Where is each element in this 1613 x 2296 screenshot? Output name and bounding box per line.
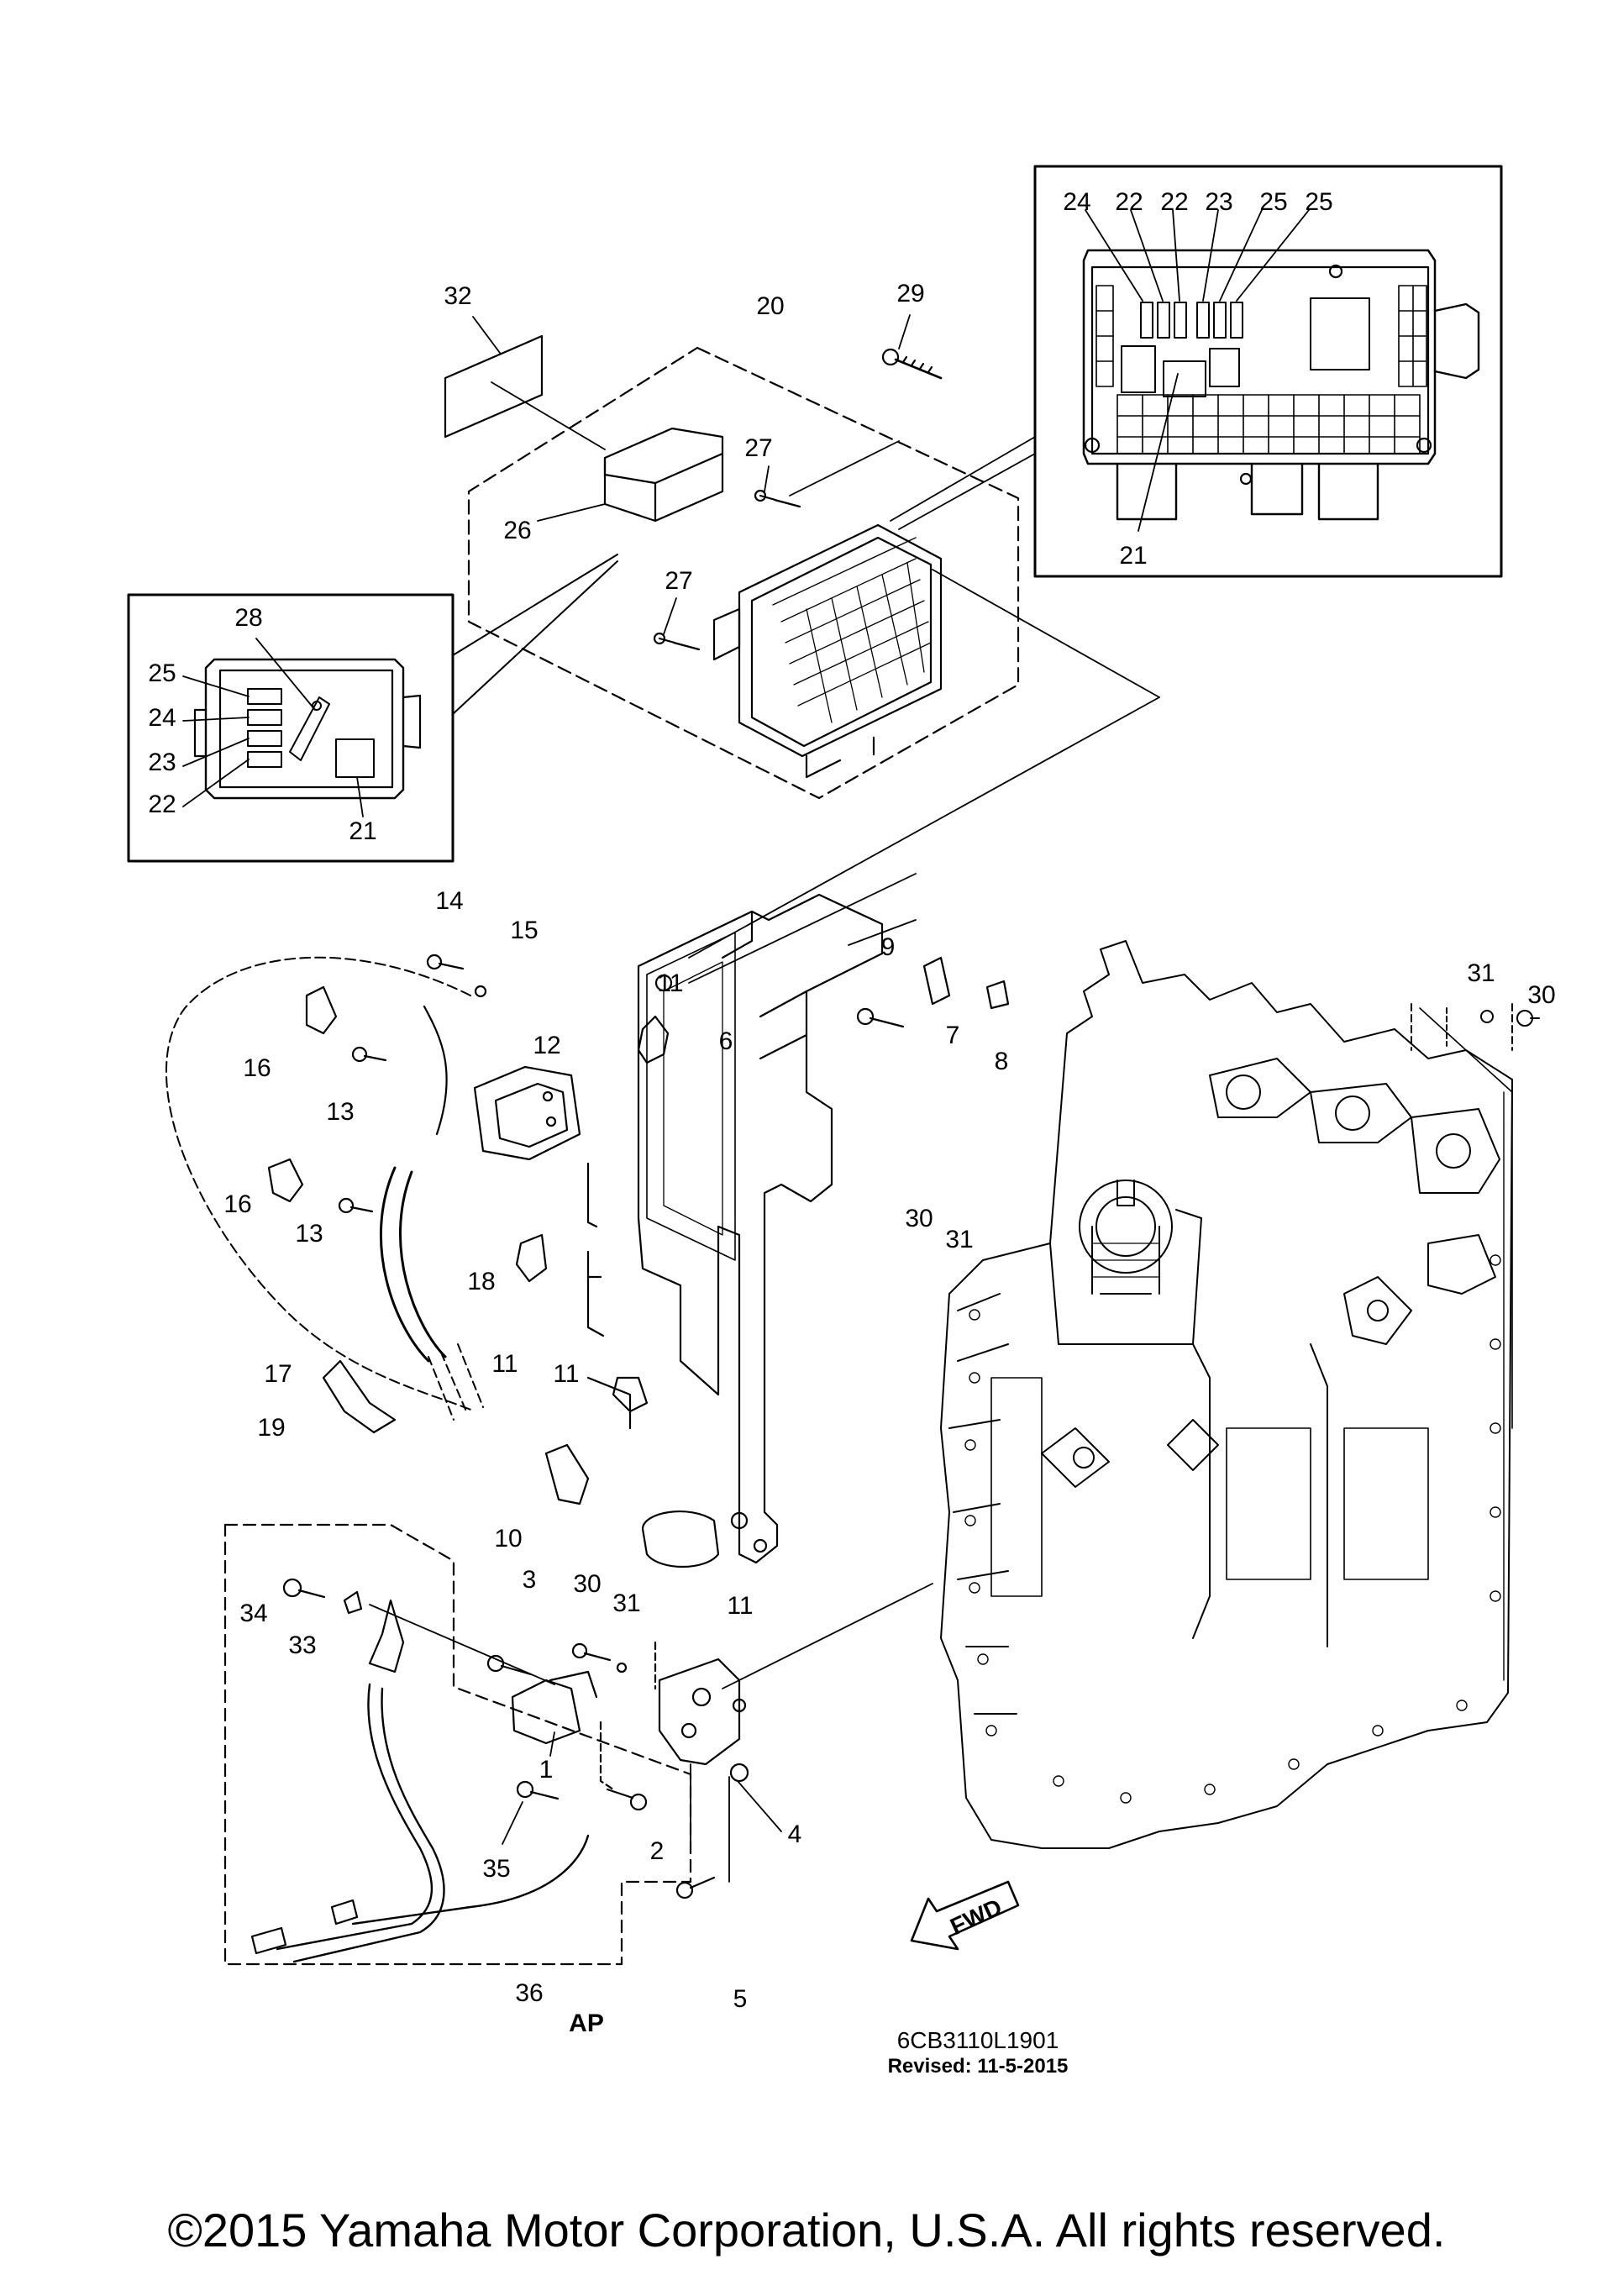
callout-31-mid: 31 [945, 1226, 974, 1253]
callout-11-c: 11 [553, 1360, 580, 1388]
callout-5: 5 [733, 1985, 748, 2013]
ecu-group-outline [444, 314, 1160, 959]
callout-36: 36 [515, 1979, 544, 2007]
callout-23-left: 23 [148, 749, 176, 776]
revised-date: Revised: 11-5-2015 [887, 2055, 1069, 2078]
callout-16-a: 16 [243, 1054, 271, 1082]
bracket-assembly [473, 873, 1010, 1568]
callout-30-mid: 30 [905, 1205, 933, 1232]
callout-9: 9 [880, 933, 896, 961]
callout-35: 35 [482, 1855, 511, 1883]
callout-11-d: 11 [727, 1592, 754, 1620]
callout-25-top-a: 25 [1259, 188, 1288, 216]
drawing-code: 6CB3110L1901 [896, 2027, 1059, 2053]
callout-15: 15 [510, 917, 539, 944]
callout-22-top-b: 22 [1160, 188, 1189, 216]
callout-17: 17 [264, 1360, 292, 1388]
callout-22-top-a: 22 [1115, 188, 1143, 216]
callout-24-left: 24 [148, 704, 176, 732]
callout-32: 32 [444, 282, 472, 310]
inset-ecu-top-right [1033, 165, 1503, 578]
callout-20: 20 [756, 292, 785, 320]
callout-27a: 27 [744, 434, 773, 462]
callout-30-right: 30 [1527, 981, 1556, 1009]
callout-23-top: 23 [1205, 188, 1233, 216]
relay-assembly [369, 1583, 933, 1899]
copyright-footer: ©2015 Yamaha Motor Corporation, U.S.A. A… [167, 2204, 1446, 2257]
callout-27b: 27 [665, 567, 693, 595]
callout-10: 10 [494, 1525, 523, 1553]
callout-7: 7 [945, 1022, 960, 1049]
callout-11-a: 11 [657, 969, 684, 997]
harness-loop [166, 954, 487, 1434]
callout-22-left: 22 [148, 791, 176, 818]
callout-13-a: 13 [326, 1098, 355, 1126]
callout-33: 33 [288, 1631, 317, 1659]
callout-21-top: 21 [1119, 542, 1148, 570]
callout-1: 1 [539, 1756, 554, 1784]
callout-31-right: 31 [1467, 959, 1495, 987]
ap-label: AP [569, 2010, 604, 2037]
callout-21-left: 21 [349, 817, 377, 845]
callout-6: 6 [718, 1027, 733, 1055]
callout-11-b: 11 [491, 1350, 518, 1378]
callout-25-top-b: 25 [1305, 188, 1333, 216]
callout-28: 28 [234, 604, 263, 632]
callout-19: 19 [257, 1414, 286, 1442]
callout-34: 34 [239, 1600, 268, 1627]
callout-29: 29 [896, 280, 925, 307]
callout-26: 26 [503, 517, 532, 544]
callout-25-left: 25 [148, 659, 176, 687]
callout-18: 18 [467, 1268, 496, 1295]
callout-12: 12 [533, 1032, 561, 1059]
callout-8: 8 [994, 1048, 1009, 1075]
callout-14: 14 [435, 887, 464, 915]
callout-31-low: 31 [612, 1589, 641, 1617]
callout-3: 3 [522, 1566, 537, 1594]
callout-13-b: 13 [295, 1220, 323, 1248]
engine-block [940, 940, 1540, 1849]
inset-junction-box-left [127, 554, 618, 863]
callout-24-top: 24 [1063, 188, 1091, 216]
fwd-arrow [910, 1880, 1020, 1951]
callout-2: 2 [649, 1837, 665, 1865]
callout-4: 4 [787, 1821, 802, 1848]
callout-16-b: 16 [223, 1190, 252, 1218]
callout-30-low: 30 [573, 1570, 602, 1598]
